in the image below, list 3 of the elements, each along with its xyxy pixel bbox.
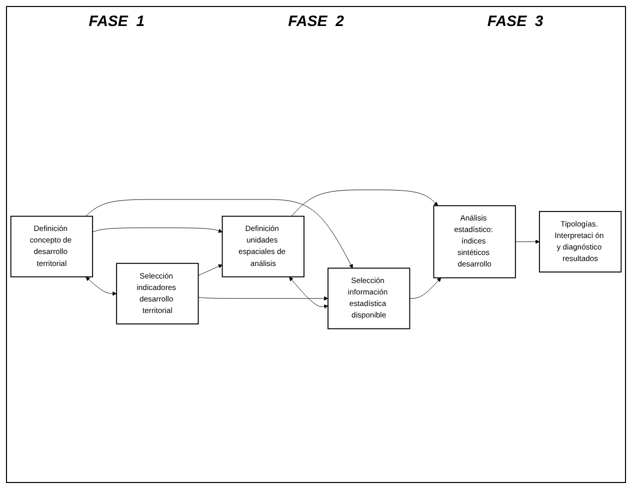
phase-heading: FASE 2 (288, 13, 344, 30)
phase-heading: FASE 1 (88, 13, 145, 30)
phase-heading: FASE 3 (487, 13, 544, 30)
